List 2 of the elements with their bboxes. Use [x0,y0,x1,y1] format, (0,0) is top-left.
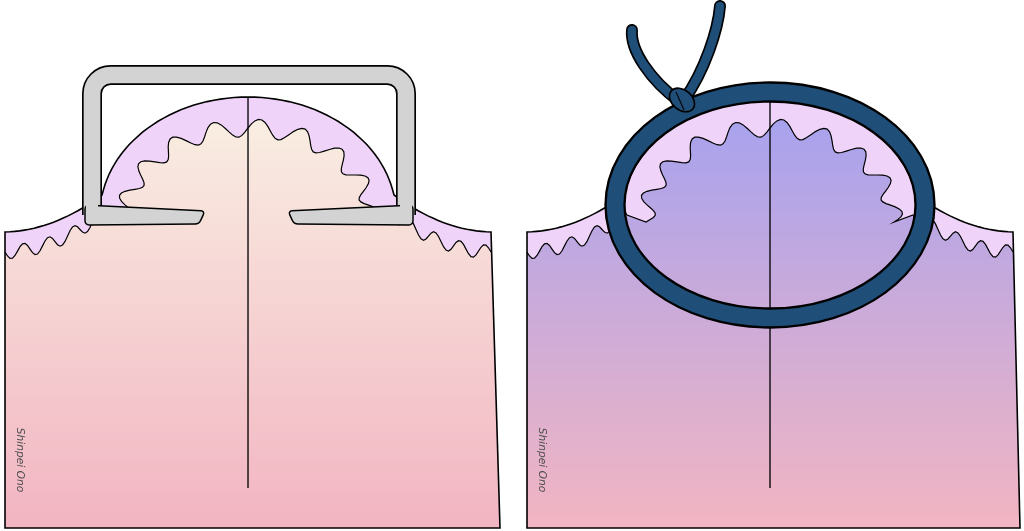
signature-text: Shinpei Ono [14,427,26,492]
signature-text: Shinpei Ono [536,427,548,492]
